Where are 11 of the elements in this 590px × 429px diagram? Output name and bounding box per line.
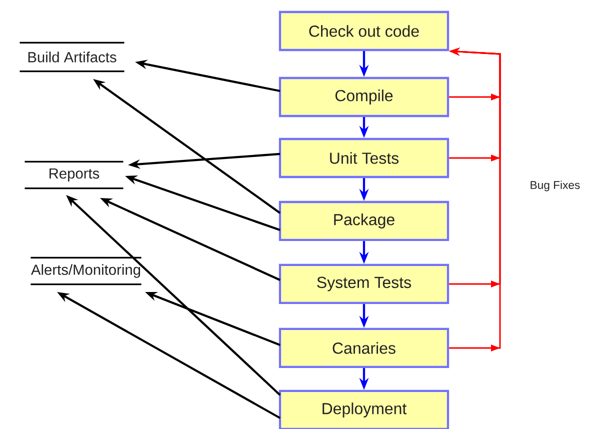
data-store: Alerts/Monitoring [30,256,142,286]
process-box: System Tests [278,264,450,304]
process-box: Compile [278,76,450,118]
data-store: Build Artifacts [20,42,124,72]
process-box: Deployment [278,390,450,429]
process-box: Package [278,200,450,242]
process-box: Canaries [278,328,450,368]
note-label: Bug Fixes [530,180,580,192]
data-store: Reports [24,160,124,190]
process-box: Unit Tests [278,138,450,178]
process-box: Check out code [278,10,450,52]
